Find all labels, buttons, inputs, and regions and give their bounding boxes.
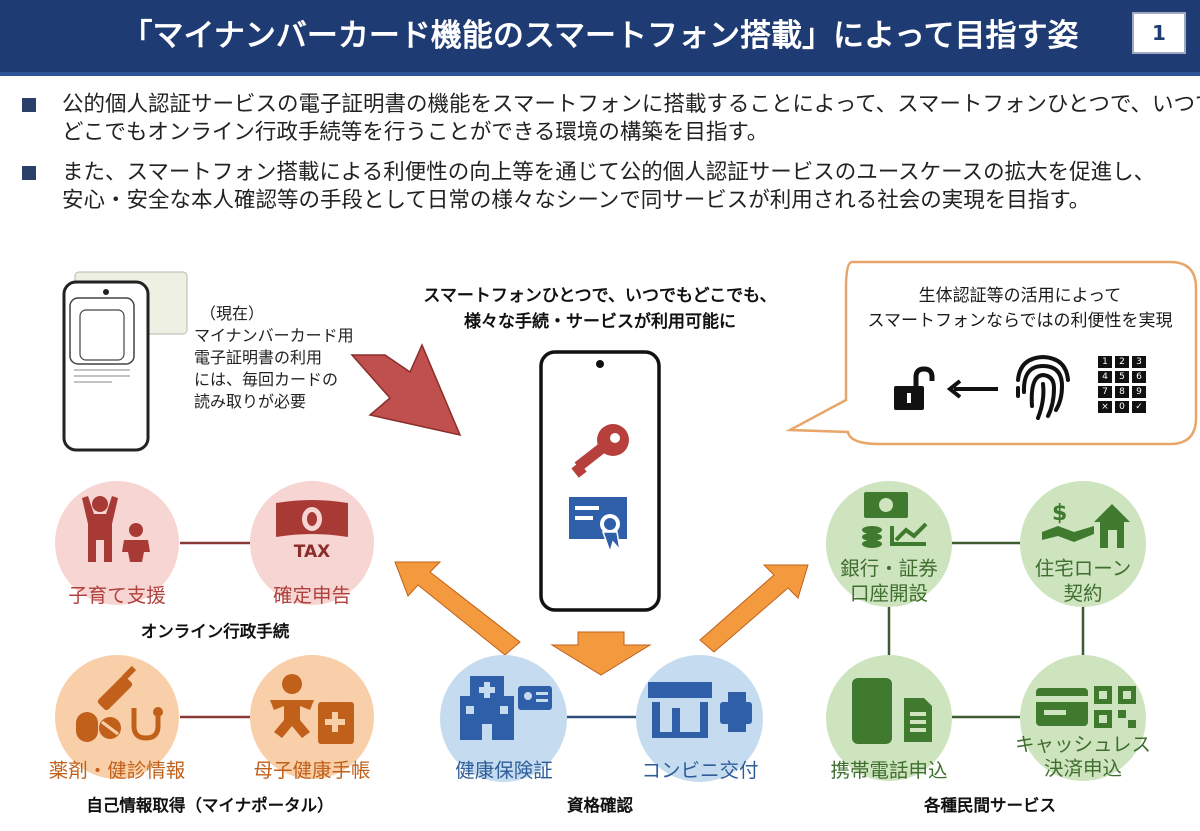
bank-label-line: 口座開設 xyxy=(849,582,928,605)
note-line: には、毎回カードの xyxy=(194,370,339,389)
keypad-key: 4 xyxy=(1098,371,1112,383)
bullet-text: 公的個人認証サービスの電子証明書の機能をスマートフォンに搭載することによって、ス… xyxy=(62,91,1200,147)
keypad-key: 1 xyxy=(1098,356,1112,368)
unlock-icon xyxy=(894,366,935,410)
mother-child-book-icon xyxy=(270,674,354,744)
note-line: マイナンバーカード用 xyxy=(194,326,354,345)
certificate-icon xyxy=(569,497,627,555)
portal-section-title: 自己情報取得（マイナポータル） xyxy=(86,796,334,815)
center-phone-outline xyxy=(539,350,661,612)
keypad-key: ✓ xyxy=(1132,401,1146,413)
family-icon xyxy=(82,496,150,562)
housing-label: 住宅ローン 契約 xyxy=(1000,556,1166,606)
bank-label: 銀行・証券 口座開設 xyxy=(806,556,972,606)
cashless-label: キャッシュレス 決済申込 xyxy=(1000,733,1166,781)
bullet-line: また、スマートフォン搭載による利便性の向上等を通じて公的個人認証サービスのユース… xyxy=(62,160,1156,185)
fingerprint-icon xyxy=(1016,354,1070,420)
note-line: 読み取りが必要 xyxy=(194,392,307,411)
mobile-label: 携帯電話申込 xyxy=(830,759,948,782)
tax-badge: TAX xyxy=(293,542,331,562)
header-underline xyxy=(0,72,1200,76)
bullet-line: 公的個人認証サービスの電子証明書の機能をスマートフォンに搭載することによって、ス… xyxy=(62,92,1200,117)
bullet-line: 安心・安全な本人確認等の手段として日常の様々なシーンで同サービスが利用される社会… xyxy=(62,188,1091,213)
bullet-line: どこでもオンライン行政手続等を行うことができる環境の構築を目指す。 xyxy=(62,120,769,145)
cashless-label-line: キャッシュレス xyxy=(1014,733,1152,756)
medicine-icon xyxy=(76,665,163,742)
bubble-line: スマートフォンならではの利便性を実現 xyxy=(867,311,1173,331)
private-section-title: 各種民間サービス xyxy=(924,796,1056,815)
medicine-label: 薬剤・健診情報 xyxy=(48,759,186,782)
convenience-label: コンビニ交付 xyxy=(641,759,759,782)
key-icon xyxy=(571,424,629,478)
store-printer-icon xyxy=(648,682,752,738)
qual-section-title: 資格確認 xyxy=(567,796,633,815)
housing-circle xyxy=(1020,481,1146,607)
center-heading-line: 様々な手続・サービスが利用可能に xyxy=(464,312,736,332)
bullet-text: また、スマートフォン搭載による利便性の向上等を通じて公的個人認証サービスのユース… xyxy=(62,159,1197,215)
keypad-icon: 1 2 3 4 5 6 7 8 9 × 0 ✓ xyxy=(1098,356,1148,422)
bank-chart-icon xyxy=(862,492,928,548)
keypad-key: 3 xyxy=(1132,356,1146,368)
orange-arrow-right xyxy=(699,564,809,653)
orange-arrow-left xyxy=(394,561,521,656)
orange-arrow-down xyxy=(550,631,652,676)
center-heading-line: スマートフォンひとつで、いつでもどこでも、 xyxy=(423,286,777,306)
bullet-item-1: 公的個人認証サービスの電子証明書の機能をスマートフォンに搭載することによって、ス… xyxy=(22,91,1200,149)
house-loan-icon: $ xyxy=(1042,501,1130,548)
bullet-square-icon xyxy=(22,166,36,180)
keypad-key: 0 xyxy=(1115,401,1129,413)
tax-money-icon xyxy=(276,500,348,537)
keypad-key: 9 xyxy=(1132,386,1146,398)
bubble-text: 生体認証等の活用によって スマートフォンならではの利便性を実現 xyxy=(850,284,1190,334)
header-bar xyxy=(0,0,1200,72)
housing-label-line: 契約 xyxy=(1063,582,1103,605)
speech-bubble xyxy=(785,260,1198,446)
current-phone-outline xyxy=(62,280,150,452)
keypad-key: 5 xyxy=(1115,371,1129,383)
bullet-square-icon xyxy=(22,98,36,112)
cashless-label-line: 決済申込 xyxy=(1043,757,1122,780)
bubble-line: 生体認証等の活用によって xyxy=(918,286,1122,306)
keypad-key: 2 xyxy=(1115,356,1129,368)
childcare-label: 子育て支援 xyxy=(68,584,166,607)
red-arrow xyxy=(350,343,462,437)
hospital-id-icon xyxy=(460,676,552,740)
arrow-left-icon xyxy=(946,379,998,399)
insurance-label: 健康保険証 xyxy=(455,759,553,782)
mother-child-label: 母子健康手帳 xyxy=(253,759,371,782)
gov-section-title: オンライン行政手続 xyxy=(140,622,290,641)
svg-text:$: $ xyxy=(1052,501,1067,526)
card-qr-icon xyxy=(1036,686,1136,728)
center-heading: スマートフォンひとつで、いつでもどこでも、 様々な手続・サービスが利用可能に xyxy=(390,283,810,335)
bullet-item-2: また、スマートフォン搭載による利便性の向上等を通じて公的個人認証サービスのユース… xyxy=(22,159,1192,217)
current-note: （現在） マイナンバーカード用 電子証明書の利用 には、毎回カードの 読み取りが… xyxy=(194,303,364,413)
keypad-key: 8 xyxy=(1115,386,1129,398)
note-line: 電子証明書の利用 xyxy=(194,348,323,367)
keypad-key: 7 xyxy=(1098,386,1112,398)
slide-title: 「マイナンバーカード機能のスマートフォン搭載」によって目指す姿 xyxy=(121,18,1079,54)
keypad-key: 6 xyxy=(1132,371,1146,383)
note-line: （現在） xyxy=(200,304,265,323)
keypad-key: × xyxy=(1098,401,1112,413)
housing-label-line: 住宅ローン xyxy=(1034,557,1132,580)
mobile-sim-icon xyxy=(852,678,932,744)
bank-label-line: 銀行・証券 xyxy=(840,557,938,580)
tax-label: 確定申告 xyxy=(272,584,351,607)
page-number: 1 xyxy=(1132,12,1186,54)
